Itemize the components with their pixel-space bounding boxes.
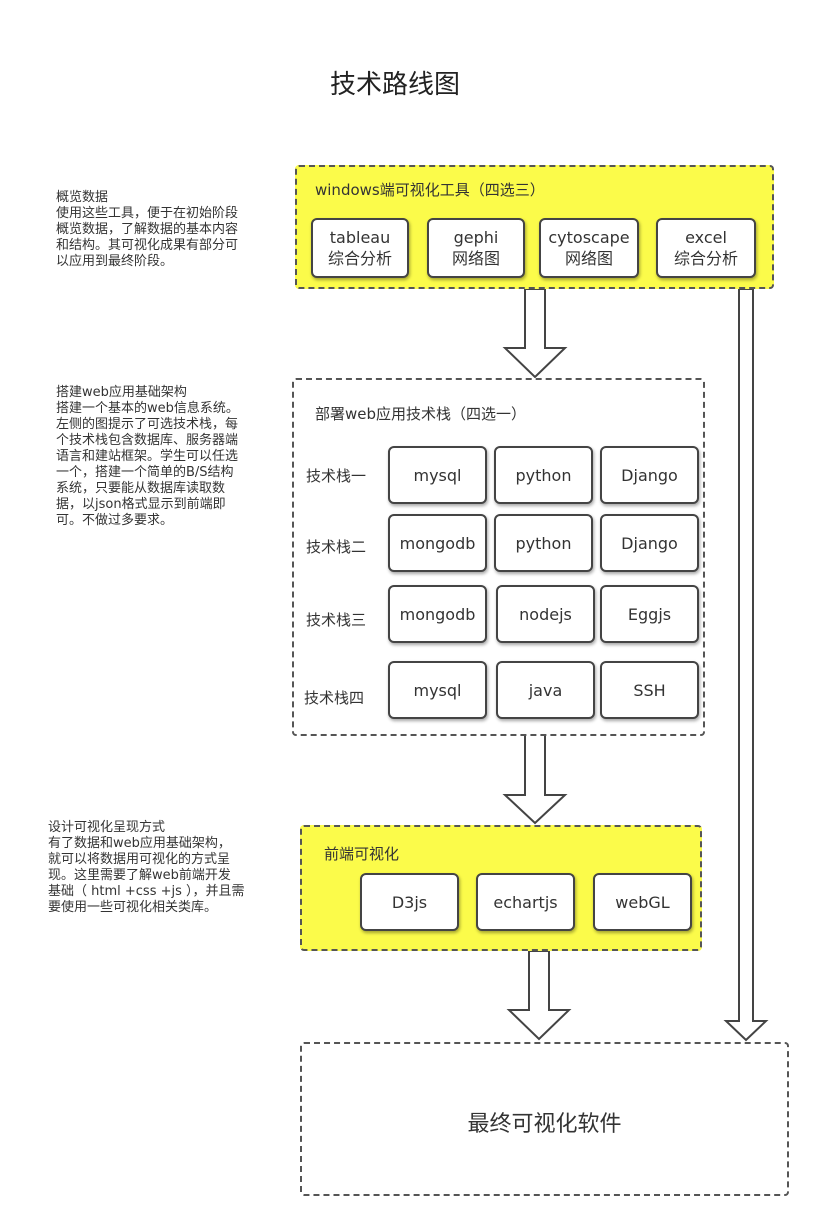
arrow-frontend-to-final [506, 950, 572, 1041]
item-label: java [528, 680, 563, 700]
stack-label-1: 技术栈一 [306, 467, 367, 485]
tool-name: gephi [453, 228, 499, 247]
note-web-line: 系统，只要能从数据库读取数 [56, 481, 226, 496]
note-overview-line: 使用这些工具，便于在初始阶段 [56, 206, 239, 221]
note-overview-line: 和结构。其可视化成果有部分可 [56, 238, 239, 253]
stack-4-db[interactable]: mysql [388, 661, 487, 719]
note-web-line: 个技术栈包含数据库、服务器端 [56, 433, 239, 448]
note-overview-line: 以应用到最终阶段。 [56, 254, 174, 269]
stack-2-lang[interactable]: python [494, 514, 593, 572]
note-design-line: 有了数据和web应用基础架构， [48, 836, 231, 851]
web-stack-title: 部署web应用技术栈（四选一） [315, 405, 527, 423]
item-label: python [515, 533, 572, 553]
note-design-line: 就可以将数据用可视化的方式呈 [48, 852, 231, 867]
frontend-panel: 前端可视化 D3js echartjs webGL [300, 825, 702, 951]
tool-cytoscape[interactable]: cytoscape 网络图 [539, 218, 639, 278]
note-overview-heading: 概览数据 [56, 190, 109, 205]
arrow-stack-to-frontend [502, 734, 568, 825]
item-label: nodejs [519, 604, 572, 624]
stack-4-lang[interactable]: java [496, 661, 595, 719]
tool-tableau[interactable]: tableau 综合分析 [311, 218, 409, 278]
item-label: mongodb [399, 533, 476, 553]
tool-name: excel [685, 228, 727, 247]
item-label: mysql [413, 680, 462, 700]
stack-3-lang[interactable]: nodejs [496, 585, 595, 643]
item-label: SSH [633, 680, 666, 700]
web-stack-panel: 部署web应用技术栈（四选一） 技术栈一 mysql python Django… [292, 378, 705, 736]
lib-label: webGL [615, 892, 670, 912]
stack-4-framework[interactable]: SSH [600, 661, 699, 719]
stack-3-db[interactable]: mongodb [388, 585, 487, 643]
stack-1-db[interactable]: mysql [388, 446, 487, 504]
tool-excel[interactable]: excel 综合分析 [656, 218, 756, 278]
lib-d3js[interactable]: D3js [360, 873, 459, 931]
lib-label: D3js [391, 892, 428, 912]
note-overview-line: 概览数据，了解数据的基本内容 [56, 222, 239, 237]
note-design-heading: 设计可视化呈现方式 [48, 820, 166, 835]
lib-label: echartjs [493, 892, 558, 912]
item-label: python [515, 465, 572, 485]
note-design: 设计可视化呈现方式 有了数据和web应用基础架构， 就可以将数据用可视化的方式呈… [48, 820, 283, 916]
frontend-title: 前端可视化 [324, 845, 400, 863]
tool-desc: 综合分析 [673, 249, 738, 268]
note-web-line: 搭建一个基本的web信息系统。 [56, 401, 239, 416]
tool-name: cytoscape [548, 228, 630, 247]
note-design-line: 要使用一些可视化相关类库。 [48, 900, 218, 915]
note-design-line: 现。这里需要了解web前端开发 [48, 868, 231, 883]
tool-gephi[interactable]: gephi 网络图 [427, 218, 525, 278]
note-web-heading: 搭建web应用基础架构 [56, 385, 187, 400]
lib-echartjs[interactable]: echartjs [476, 873, 575, 931]
lib-webgl[interactable]: webGL [593, 873, 692, 931]
note-web-line: 语言和建站框架。学生可以任选 [56, 449, 239, 464]
note-web: 搭建web应用基础架构 搭建一个基本的web信息系统。 左侧的图提示了可选技术栈… [56, 385, 281, 529]
tool-desc: 网络图 [564, 249, 613, 268]
stack-label-3: 技术栈三 [306, 611, 367, 629]
note-web-line: 一个，搭建一个简单的B/S结构 [56, 465, 234, 480]
item-label: Django [621, 465, 678, 485]
stack-label-2: 技术栈二 [306, 538, 367, 556]
note-web-line: 据，以json格式显示到前端即 [56, 497, 226, 512]
stack-label-4: 技术栈四 [304, 689, 365, 707]
page-title: 技术路线图 [329, 70, 460, 100]
item-label: Django [621, 533, 678, 553]
stack-2-framework[interactable]: Django [600, 514, 699, 572]
stack-1-framework[interactable]: Django [600, 446, 699, 504]
stack-3-framework[interactable]: Eggjs [600, 585, 699, 643]
arrow-tools-to-final [723, 288, 769, 1042]
windows-tools-title: windows端可视化工具（四选三） [315, 181, 545, 199]
tool-name: tableau [329, 228, 391, 247]
item-label: Eggjs [627, 604, 672, 624]
final-panel: 最终可视化软件 [300, 1042, 789, 1196]
final-label: 最终可视化软件 [467, 1112, 622, 1137]
note-design-line: 基础（ html +css +js ），并且需 [48, 884, 245, 899]
arrow-tools-to-stack [502, 288, 568, 379]
stack-2-db[interactable]: mongodb [388, 514, 487, 572]
tool-desc: 网络图 [451, 249, 500, 268]
tool-desc: 综合分析 [327, 249, 392, 268]
note-web-line: 左侧的图提示了可选技术栈，每 [56, 417, 239, 432]
item-label: mongodb [399, 604, 476, 624]
note-web-line: 可。不做过多要求。 [56, 513, 174, 528]
note-overview: 概览数据 使用这些工具，便于在初始阶段 概览数据，了解数据的基本内容 和结构。其… [56, 190, 281, 270]
windows-tools-panel: windows端可视化工具（四选三） tableau 综合分析 gephi 网络… [295, 165, 774, 289]
item-label: mysql [413, 465, 462, 485]
stack-1-lang[interactable]: python [494, 446, 593, 504]
